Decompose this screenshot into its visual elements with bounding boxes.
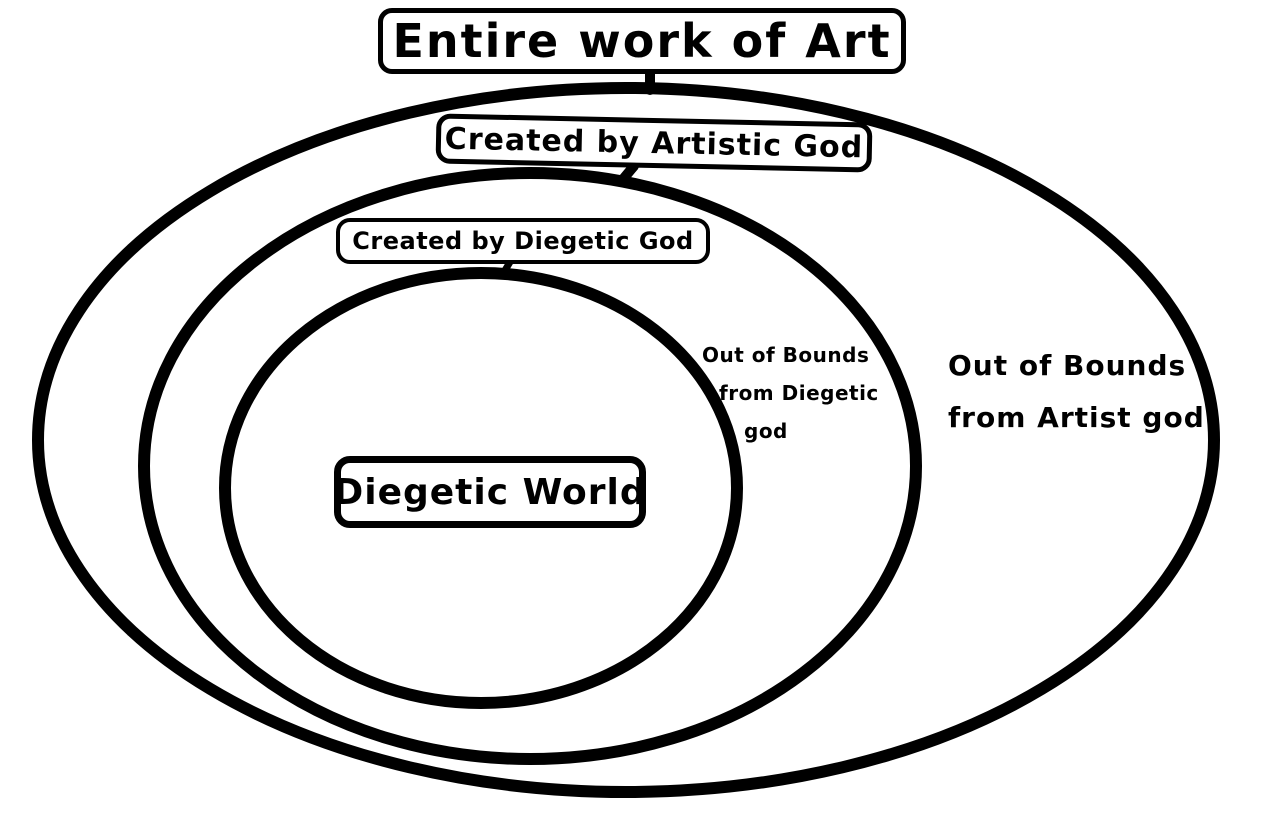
out-of-bounds-diegetic-line1: Out of Bounds <box>702 343 870 367</box>
out-of-bounds-diegetic-line2: from Diegetic <box>719 381 879 405</box>
out-of-bounds-diegetic-line3: god <box>744 419 788 443</box>
out-of-bounds-diegetic-label: Out of Bounds from Diegetic god <box>702 336 892 450</box>
out-of-bounds-artist-line1: Out of Bounds <box>948 349 1187 382</box>
artistic-connector <box>619 161 639 183</box>
artistic-god-ellipse <box>138 167 922 765</box>
diegetic-god-label: Created by Diegetic God <box>336 218 710 264</box>
diegetic-god-ellipse <box>219 267 743 709</box>
title-label: Entire work of Art <box>378 8 906 74</box>
out-of-bounds-artist-line2: from Artist god <box>948 401 1205 434</box>
artistic-god-label: Created by Artistic God <box>435 113 873 173</box>
out-of-bounds-artist-label: Out of Bounds from Artist god <box>948 340 1218 444</box>
diegetic-world-label: Diegetic World <box>333 456 646 528</box>
entire-work-ellipse <box>32 82 1220 798</box>
